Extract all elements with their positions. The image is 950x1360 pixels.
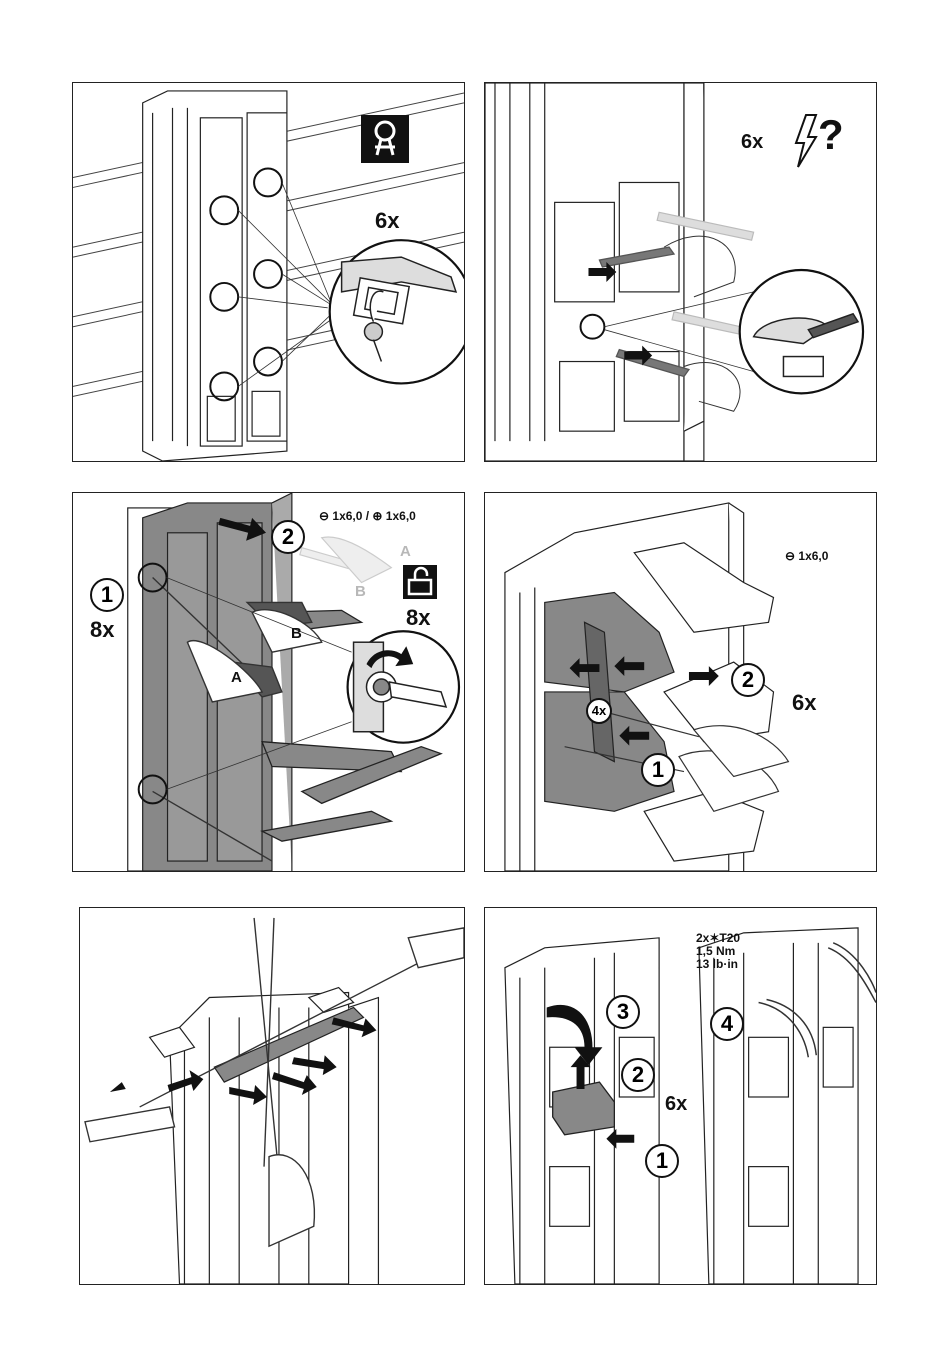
step-1: 1 [641, 753, 675, 787]
step-4: 4 [710, 1007, 744, 1041]
unlock-count: 8x [406, 605, 430, 631]
panel-5-illustration [80, 908, 464, 1284]
count-label: 6x [792, 690, 816, 716]
step-1: 1 [90, 578, 124, 612]
torque-line-3: 13 lb·in [696, 957, 738, 971]
step-3: 3 [606, 995, 640, 1029]
sub-count: 4x [586, 698, 612, 724]
panel-voltage-test: 6x ? [484, 82, 877, 462]
unlock-icon [403, 565, 437, 599]
label-b: B [291, 625, 302, 642]
step-1-count: 8x [90, 617, 114, 643]
seal-wire-icon [361, 115, 409, 163]
torque-line-2: 1,5 Nm [696, 944, 735, 958]
count-label: 6x [665, 1093, 687, 1116]
step-1: 1 [645, 1144, 679, 1178]
tool-spec: ⊖ 1x6,0 / ⊕ 1x6,0 [319, 509, 416, 523]
step-2: 2 [621, 1058, 655, 1092]
step-2: 2 [271, 520, 305, 554]
label-a: A [231, 669, 242, 686]
question-mark: ? [818, 111, 844, 159]
label-a-ghost: A [400, 543, 411, 560]
panel-remove-cover [79, 907, 465, 1285]
panel-install-adapter: 3 2 1 4 6x 2x✶T20 1,5 Nm 13 lb·in [484, 907, 877, 1285]
torque-line-1: 2x✶T20 [696, 931, 740, 945]
panel-remove-fuse-carrier: ⊖ 1x6,0 2 1 4x 6x [484, 492, 877, 872]
tool-spec: ⊖ 1x6,0 [785, 549, 828, 563]
step-2: 2 [731, 663, 765, 697]
count-label: 6x [375, 208, 399, 234]
label-b-ghost: B [355, 583, 366, 600]
panel-seal-removal: 6x [72, 82, 465, 462]
count-label: 6x [741, 131, 763, 154]
panel-unlock-cover: ⊖ 1x6,0 / ⊕ 1x6,0 1 8x 2 8x A B A B [72, 492, 465, 872]
